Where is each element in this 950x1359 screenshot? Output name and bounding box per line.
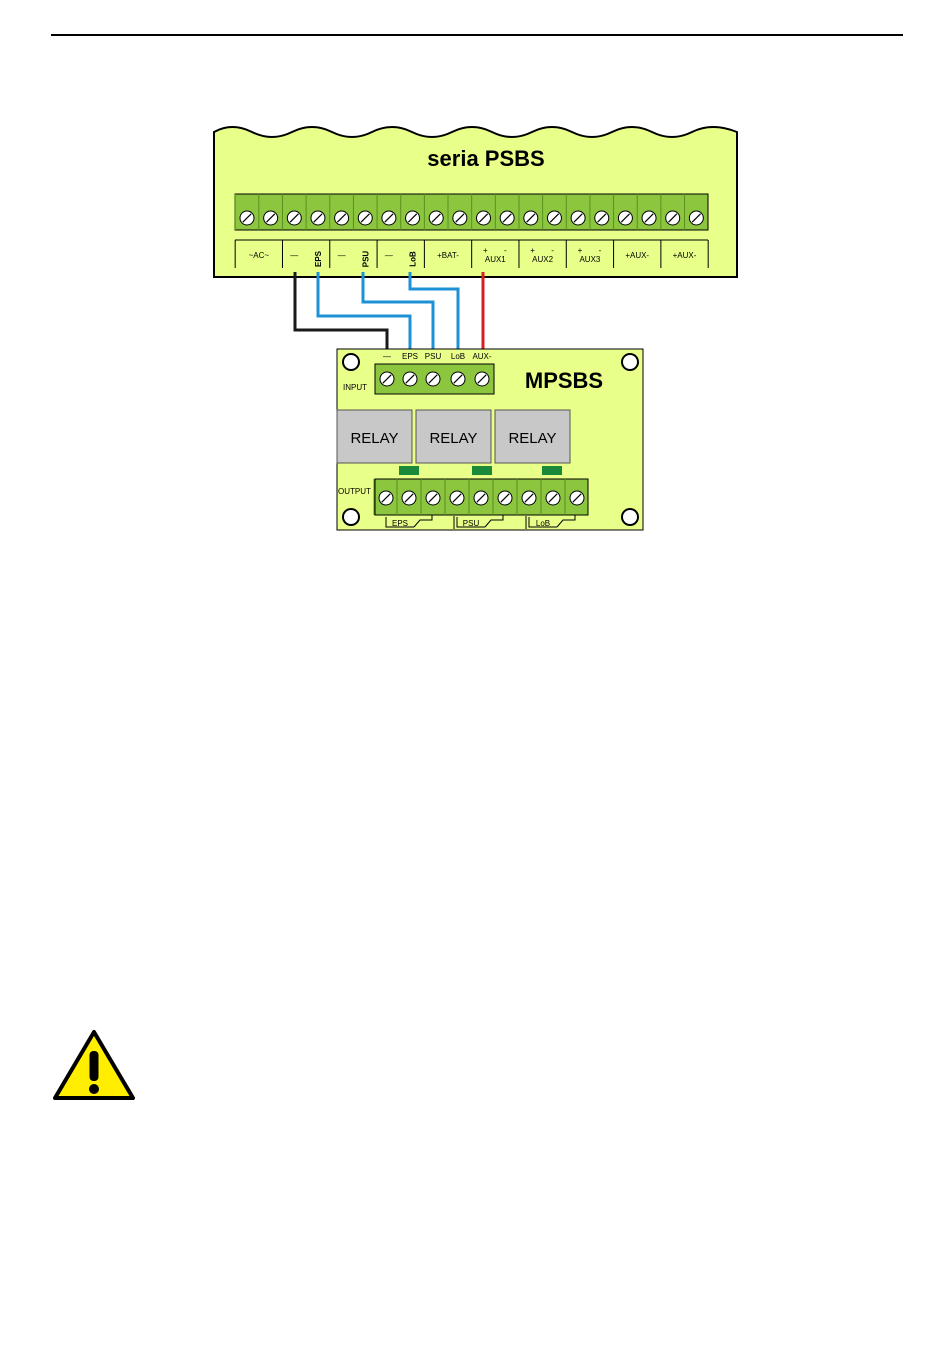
- terminal-label: LoB: [409, 251, 418, 267]
- terminal-screw: [402, 491, 416, 505]
- minus-sign: -: [599, 246, 602, 255]
- input-terminal-label: LoB: [451, 352, 465, 361]
- terminal-screw: [264, 211, 278, 225]
- output-group-label: EPS: [392, 519, 408, 528]
- terminal-screw: [546, 491, 560, 505]
- terminal-label: +BAT-: [437, 251, 459, 260]
- terminal-screw: [380, 372, 394, 386]
- output-group-label: PSU: [463, 519, 480, 528]
- terminal-screw: [450, 491, 464, 505]
- mpsbs-board: MPSBS INPUT OUTPUT — EPS PSU LoB AUX- RELAY R…: [337, 349, 643, 530]
- output-label: OUTPUT: [338, 487, 371, 496]
- relay: RELAY: [495, 410, 570, 463]
- terminal-screw: [426, 491, 440, 505]
- terminal-screw: [666, 211, 680, 225]
- mpsbs-title: MPSBS: [525, 368, 603, 393]
- relay: RELAY: [337, 410, 412, 463]
- terminal-screw: [287, 211, 301, 225]
- terminal-screw: [453, 211, 467, 225]
- plus-sign: +: [530, 246, 535, 255]
- terminal-screw: [475, 372, 489, 386]
- psbs-board: seria PSBS ~AC~—EPS—PSU—LoB+BAT-+-AUX1+-…: [214, 127, 737, 277]
- mount-hole: [343, 509, 359, 525]
- relay-led: [472, 466, 492, 475]
- terminal-label: —: [338, 251, 346, 260]
- relay-label: RELAY: [350, 430, 398, 447]
- terminal-label: AUX3: [579, 255, 600, 264]
- terminal-screw: [571, 211, 585, 225]
- terminal-screw: [522, 491, 536, 505]
- terminal-screw: [406, 211, 420, 225]
- input-label: INPUT: [343, 383, 367, 392]
- input-terminal-label: —: [383, 352, 391, 361]
- output-group-label: LoB: [536, 519, 550, 528]
- terminal-label: —: [290, 251, 298, 260]
- terminal-screw: [311, 211, 325, 225]
- terminal-screw: [547, 211, 561, 225]
- terminal-label: ~AC~: [249, 251, 270, 260]
- input-terminal-label: AUX-: [472, 352, 491, 361]
- terminal-screw: [382, 211, 396, 225]
- terminal-screw: [240, 211, 254, 225]
- terminal-screw: [358, 211, 372, 225]
- terminal-label: +AUX-: [625, 251, 649, 260]
- terminal-screw: [429, 211, 443, 225]
- minus-sign: -: [504, 246, 507, 255]
- warning-icon: [52, 1029, 136, 1101]
- terminal-label: PSU: [361, 251, 370, 268]
- terminal-screw: [498, 491, 512, 505]
- terminal-label: —: [385, 251, 393, 260]
- mount-hole: [622, 354, 638, 370]
- terminal-screw: [451, 372, 465, 386]
- terminal-screw: [474, 491, 488, 505]
- input-terminal-label: PSU: [425, 352, 442, 361]
- minus-sign: -: [551, 246, 554, 255]
- psbs-title: seria PSBS: [427, 146, 544, 171]
- wiring-diagram: seria PSBS ~AC~—EPS—PSU—LoB+BAT-+-AUX1+-…: [0, 0, 950, 560]
- mount-hole: [622, 509, 638, 525]
- terminal-label: AUX1: [485, 255, 506, 264]
- relay: RELAY: [416, 410, 491, 463]
- terminal-label: EPS: [314, 250, 323, 267]
- terminal-screw: [403, 372, 417, 386]
- plus-sign: +: [578, 246, 583, 255]
- terminal-screw: [618, 211, 632, 225]
- terminal-screw: [595, 211, 609, 225]
- terminal-label: +AUX-: [673, 251, 697, 260]
- terminal-screw: [642, 211, 656, 225]
- relay-led: [399, 466, 419, 475]
- terminal-screw: [500, 211, 514, 225]
- terminal-screw: [335, 211, 349, 225]
- terminal-screw: [379, 491, 393, 505]
- terminal-label: AUX2: [532, 255, 553, 264]
- terminal-screw: [524, 211, 538, 225]
- terminal-screw: [426, 372, 440, 386]
- plus-sign: +: [483, 246, 488, 255]
- terminal-screw: [477, 211, 491, 225]
- relay-label: RELAY: [429, 430, 477, 447]
- relay-led: [542, 466, 562, 475]
- input-terminal-label: EPS: [402, 352, 418, 361]
- terminal-screw: [689, 211, 703, 225]
- terminal-screw: [570, 491, 584, 505]
- relay-label: RELAY: [508, 430, 556, 447]
- mount-hole: [343, 354, 359, 370]
